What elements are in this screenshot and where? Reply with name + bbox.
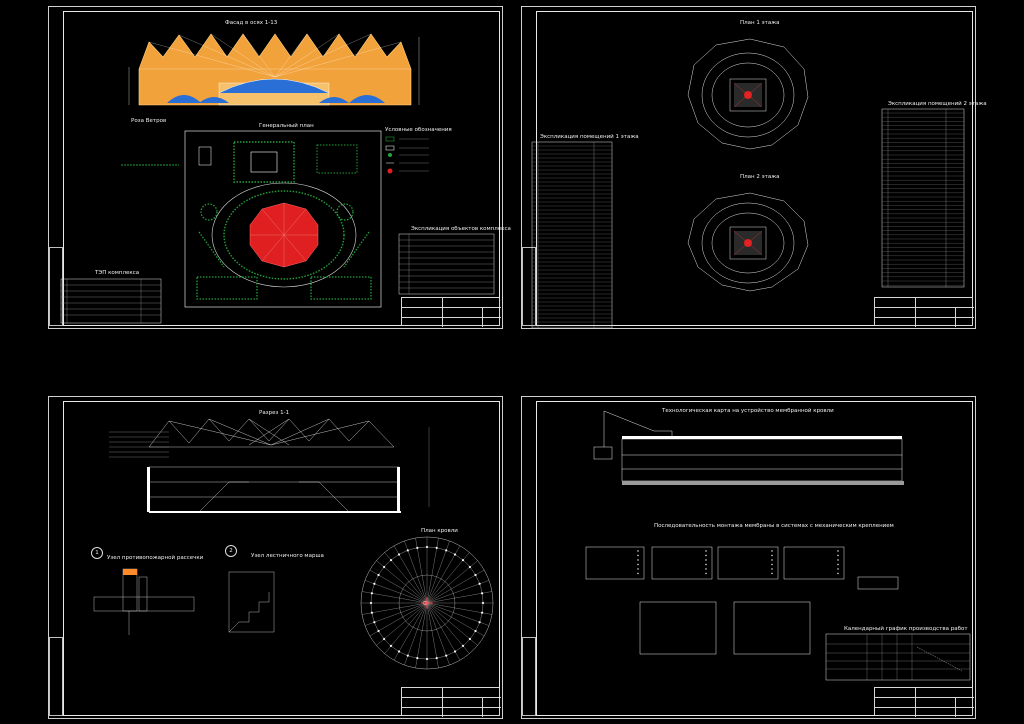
tech-title: Технологическая карта на устройство мемб… [662, 408, 834, 414]
sheet-frame [536, 11, 973, 326]
site-plan [184, 130, 382, 308]
rose-title: Роза Ветров [131, 118, 167, 124]
objects-title: Экспликация объектов комплекса [411, 226, 511, 232]
sheet-frame [63, 11, 500, 326]
plan2-title: План 2 этажа [740, 174, 780, 180]
sheet-section: Разрез 1-1 1 Узел противопожарной рассеч… [48, 396, 503, 719]
legend-title: Условные обозначения [385, 127, 452, 133]
title-block [874, 297, 974, 327]
schedule-table [825, 633, 971, 681]
side-stamp [522, 637, 536, 716]
node1-num: 1 [91, 547, 103, 559]
tech-drawing [593, 410, 904, 485]
sheet-general-plan: Фасад в осях 1-13 Роза Ветров Генеральны… [48, 6, 511, 329]
node2-num: 2 [225, 545, 237, 557]
roof-plan-title: План кровли [421, 528, 458, 534]
node1-title: Узел противопожарной рассечки [107, 555, 204, 561]
title-block [401, 687, 501, 717]
facade-title: Фасад в осях 1-13 [225, 20, 278, 26]
section-drawing [109, 418, 430, 513]
roof-plan-drawing [360, 536, 494, 670]
title-block [401, 297, 501, 327]
plan-title: Генеральный план [259, 123, 314, 129]
plan1-title: План 1 этажа [740, 20, 780, 26]
title-block [874, 687, 974, 717]
expl2-table [881, 108, 965, 288]
tep-title: ТЭП комплекса [95, 270, 140, 276]
legend-symbols [385, 136, 429, 174]
tep-table [60, 278, 162, 324]
sheet-frame [536, 401, 973, 716]
sheet-floor-plans: План 1 этажа План 2 этажа Экспликация по… [521, 6, 987, 329]
objects-table [398, 233, 495, 295]
sheet-tech-card: Технологическая карта на устройство мемб… [521, 396, 976, 719]
details-drawing [93, 568, 427, 635]
sequence-drawing [585, 546, 899, 655]
expl1-table [531, 141, 613, 329]
sequence-title: Последовательность монтажа мембраны в си… [654, 523, 894, 529]
side-stamp [522, 247, 536, 326]
section-title: Разрез 1-1 [259, 410, 290, 416]
sheet-frame [63, 401, 500, 716]
side-stamp [49, 637, 63, 716]
floor-plans-drawing [687, 38, 809, 292]
facade-drawing [121, 33, 420, 166]
schedule-title: Календарный график производства работ [844, 626, 968, 632]
side-stamp [49, 247, 63, 326]
node2-title: Узел лестничного марша [251, 553, 324, 559]
expl1-title: Экспликация помещений 1 этажа [540, 134, 639, 140]
expl2-title: Экспликация помещений 2 этажа [888, 101, 987, 107]
